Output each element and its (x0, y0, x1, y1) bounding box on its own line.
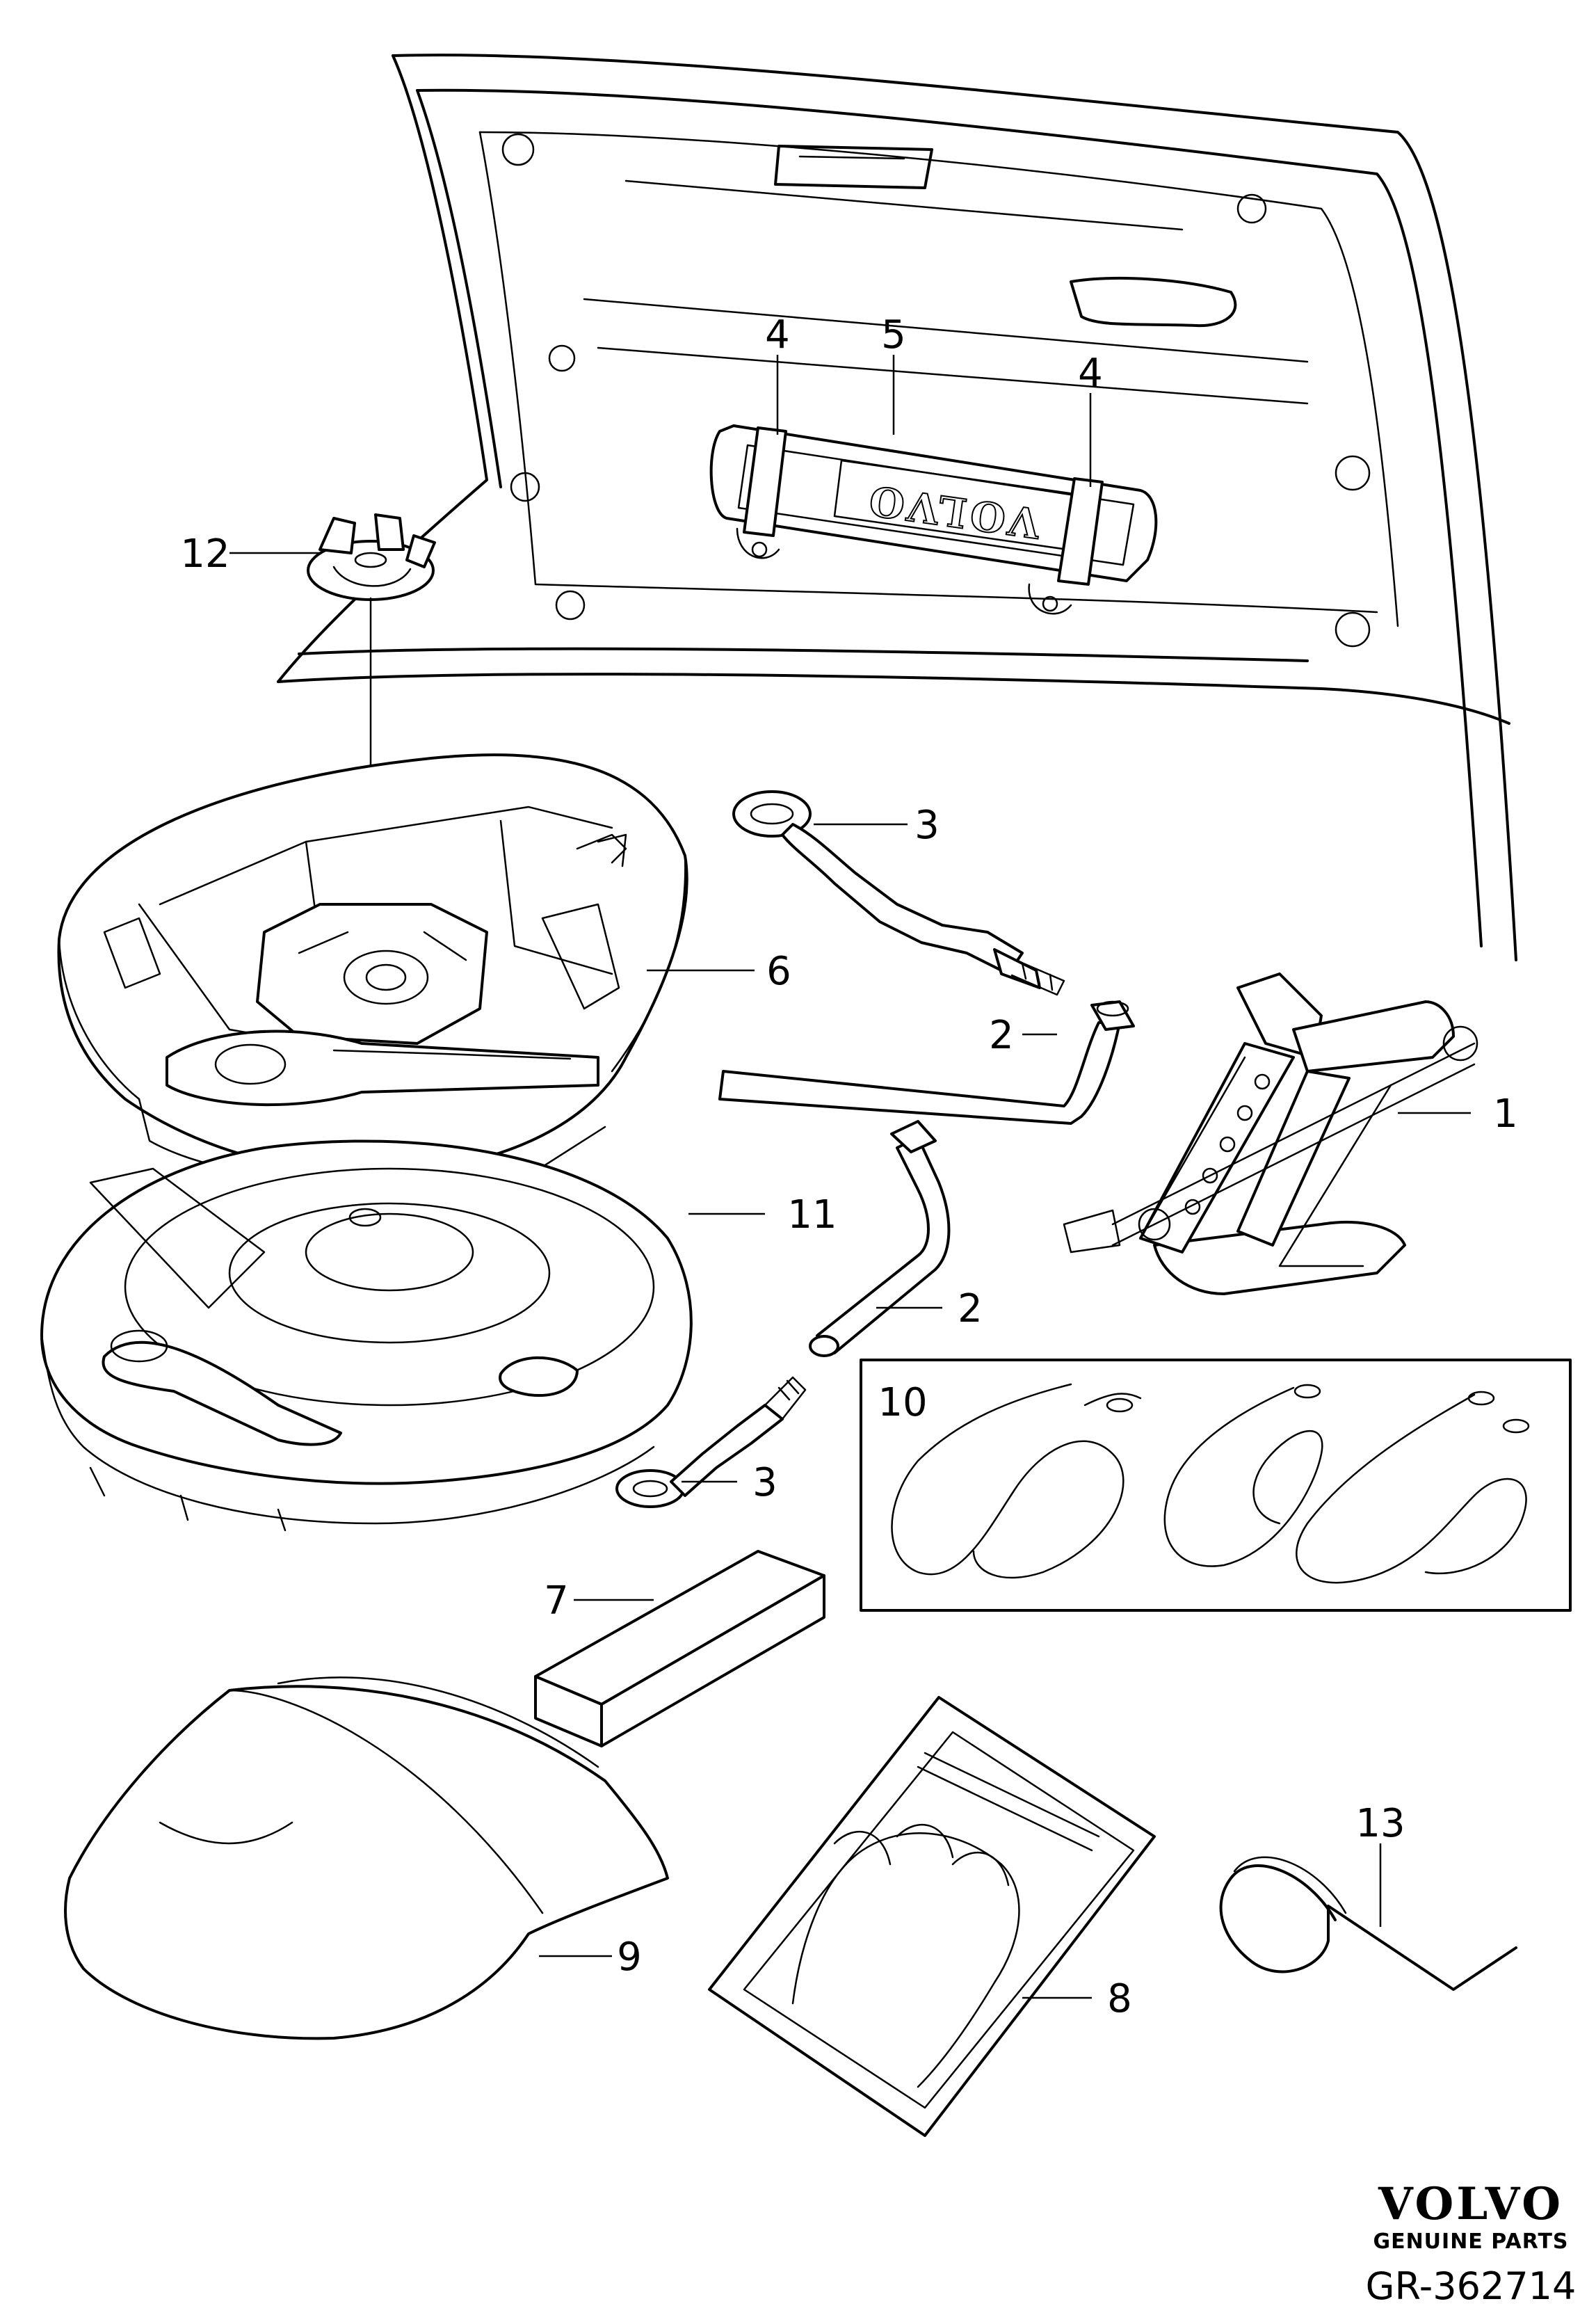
wheel-wrench-lower (809, 1120, 951, 1357)
wheel-well-foam (40, 1139, 693, 1532)
wheel-wrench-upper (718, 1000, 1135, 1125)
callout-10: 10 (878, 1380, 927, 1425)
callout-3-lower: 3 (752, 1460, 777, 1505)
brand-logo: VOLVO (1378, 2178, 1563, 2230)
callout-3-upper: 3 (914, 803, 940, 848)
leader-lines (229, 355, 1471, 1999)
callout-13: 13 (1355, 1801, 1405, 1846)
wheel-chock (534, 1550, 825, 1747)
callout-7: 7 (544, 1578, 569, 1624)
trunk-lid (277, 54, 1517, 961)
callout-1: 1 (1493, 1091, 1518, 1137)
emblem-box: VOLVO (709, 424, 1158, 615)
callout-12: 12 (180, 531, 229, 577)
towing-eye-upper (732, 790, 1065, 996)
towing-eye-lower (615, 1376, 807, 1508)
callout-4-left: 4 (765, 312, 790, 358)
callout-6: 6 (766, 949, 791, 994)
diagram-reference: GR-362714 (1366, 2264, 1577, 2308)
brand-tagline: GENUINE PARTS (1373, 2229, 1568, 2254)
callouts: 4 5 4 12 3 6 2 1 11 2 10 3 7 13 9 8 (180, 312, 1517, 2021)
tool-tray (57, 753, 688, 1212)
brand-block: VOLVO GENUINE PARTS GR-362714 (1366, 2178, 1577, 2308)
callout-4-right: 4 (1078, 351, 1103, 396)
callout-5: 5 (881, 312, 906, 358)
gloves-pack (708, 1696, 1156, 2137)
scissor-jack (1063, 972, 1478, 1295)
callout-9: 9 (617, 1935, 642, 1980)
wire-hook (1219, 1856, 1517, 1991)
callout-2-upper: 2 (989, 1013, 1014, 1058)
callout-2-lower: 2 (958, 1286, 983, 1331)
callout-11: 11 (787, 1192, 837, 1238)
callout-8: 8 (1107, 1976, 1132, 2021)
wheel-cover (64, 1676, 669, 2040)
cables-kit (860, 1359, 1572, 1612)
